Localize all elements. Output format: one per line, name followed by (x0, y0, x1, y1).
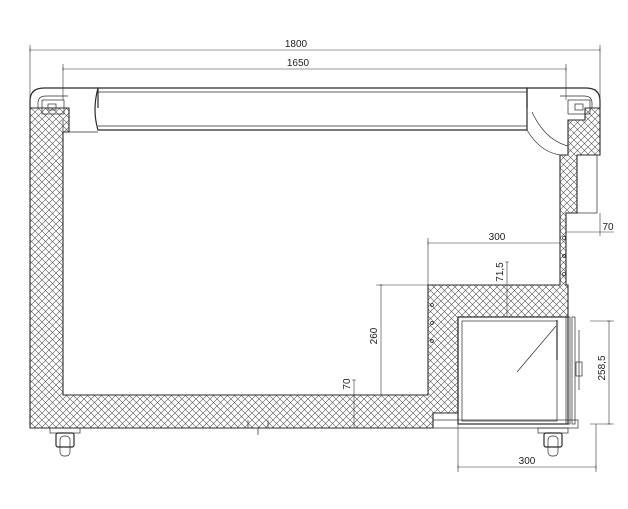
dimension-label: 1650 (287, 58, 310, 69)
dimension-label: 260 (369, 327, 380, 344)
dimension-floor-thickness: 70 (342, 378, 356, 429)
dimension-inner-width: 1650 (62, 58, 567, 100)
glass-lid (94, 87, 528, 131)
compressor-pipe (516, 325, 557, 373)
hinge-left (41, 99, 65, 115)
dimension-compressor-height: 258,5 (590, 320, 614, 425)
hinge-left-inner (47, 103, 57, 111)
compressor-inner (461, 320, 558, 422)
panel-screw (562, 272, 566, 276)
panel-screw (430, 339, 434, 343)
dimension-label: 70 (602, 222, 614, 233)
panel-screw (562, 254, 566, 258)
dimension-side-offset: 70 (566, 213, 614, 236)
lid-corner-right (526, 87, 601, 108)
dimension-label: 1800 (285, 39, 308, 50)
dimension-compressor-width: 300 (457, 424, 597, 472)
lid-rail-right-2 (531, 111, 569, 147)
dimension-step-height: 260 (369, 284, 428, 396)
panel-screw (562, 236, 566, 240)
lid-corner-left (29, 87, 99, 108)
compressor-rail (565, 316, 571, 425)
panel-screw (430, 303, 434, 307)
dimension-step-width: 300 (427, 232, 561, 285)
caster-right (537, 427, 569, 457)
dimension-label: 300 (489, 232, 506, 243)
base-plate (432, 419, 579, 429)
hinge-right-inner (574, 103, 584, 111)
panel-screw (430, 321, 434, 325)
dimension-label: 70 (342, 378, 353, 390)
dimension-overall-width: 1800 (29, 39, 601, 100)
caster-left (49, 427, 81, 457)
insulation-body (29, 107, 601, 429)
lid-corner-right-inner (560, 95, 593, 108)
compressor-compartment (457, 316, 569, 425)
compressor-rail-2 (571, 316, 576, 425)
lid-rail-left (62, 120, 98, 133)
dimension-label: 258,5 (597, 355, 608, 380)
dimension-step-thickness: 71,5 (495, 261, 509, 318)
lid-corner-left-inner (37, 95, 68, 108)
dimension-label: 71,5 (495, 262, 506, 282)
hinge-right (567, 99, 591, 115)
control-panel (576, 154, 598, 214)
dimension-label: 300 (519, 456, 536, 467)
lid-rail-right (526, 129, 561, 156)
